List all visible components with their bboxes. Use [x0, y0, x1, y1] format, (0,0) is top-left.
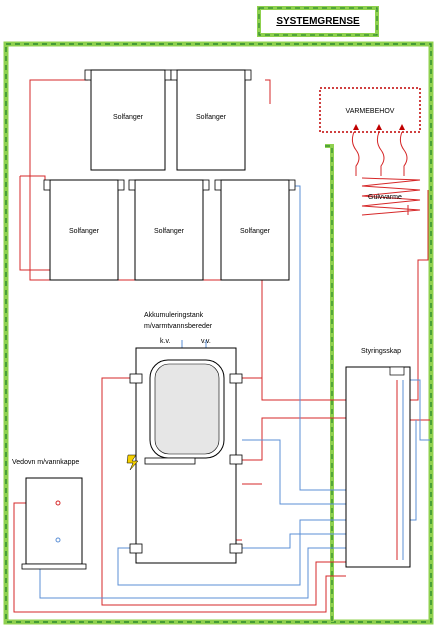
solar-collector-bottom-1: Solfanger: [43, 179, 125, 281]
control-cabinet-label: Styringsskap: [361, 348, 401, 355]
solar-collector-label: Solfanger: [113, 114, 144, 121]
accumulator-tank: Akkumuleringstank m/varmtvannsbereder k.…: [126, 312, 243, 564]
cold-water-label: k.v.: [160, 338, 170, 345]
tank-title-line1: Akkumuleringstank: [144, 312, 204, 319]
heat-demand-box: VARMEBEHOV: [319, 87, 421, 133]
solar-collector-top-1: Solfanger: [84, 69, 172, 171]
heat-demand-label: VARMEBEHOV: [346, 108, 395, 115]
arrow-up-icon: [399, 124, 405, 130]
solar-collector-label: Solfanger: [154, 228, 185, 235]
page-title: SYSTEMGRENSE: [276, 16, 360, 27]
solar-collector-top-2: Solfanger: [170, 69, 252, 171]
arrow-up-icon: [376, 124, 382, 130]
lightning-icon: [126, 454, 139, 471]
floor-heating-label: Gulvvarme: [368, 194, 402, 201]
tank-title-line2: m/varmtvannsbereder: [144, 323, 213, 330]
wood-stove-label: Vedovn m/vannkappe: [12, 459, 79, 466]
solar-collector-bottom-3: Solfanger: [214, 179, 296, 281]
solar-collector-label: Solfanger: [69, 228, 100, 235]
solar-collector-label: Solfanger: [196, 114, 227, 121]
arrow-up-icon: [353, 124, 359, 130]
solar-collector-label: Solfanger: [240, 228, 271, 235]
wood-stove: Vedovn m/vannkappe: [12, 459, 87, 570]
system-boundary-title: SYSTEMGRENSE: [257, 6, 379, 37]
system-boundary: [3, 41, 434, 625]
solar-collector-bottom-2: Solfanger: [128, 179, 210, 281]
hot-water-label: v.v.: [201, 338, 211, 345]
control-cabinet: Styringsskap: [345, 348, 411, 568]
